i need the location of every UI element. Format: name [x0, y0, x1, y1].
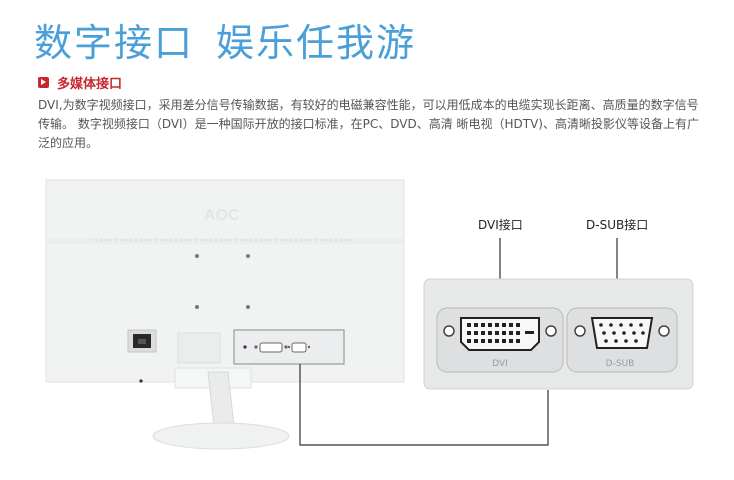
description-text: DVI,为数字视频接口，采用差分信号传输数据，有较好的电磁兼容性能，可以用低成本…	[38, 98, 699, 150]
arrow-bullet-icon	[38, 77, 49, 88]
rear-vga-port-icon	[291, 342, 307, 353]
hero-title-right: 娱乐任我游	[216, 21, 417, 65]
section-title: 多媒体接口	[57, 77, 123, 92]
screw-hole	[195, 305, 199, 309]
dsub-port-label: D-SUB接口	[586, 218, 649, 232]
connector-line	[299, 364, 549, 446]
dvi-port-label: DVI接口	[478, 218, 523, 232]
screw-hole	[246, 305, 250, 309]
hero-title-left: 数字接口	[34, 21, 195, 65]
dvi-engraving: DVI	[492, 359, 508, 369]
monitor-base	[152, 422, 290, 450]
dsub-engraving: D-SUB	[606, 359, 635, 369]
hero-title: 数字接口娱乐任我游	[34, 12, 416, 67]
section-header: 多媒体接口	[38, 73, 122, 92]
screw-hole	[246, 254, 250, 258]
brand-logo: AOC	[204, 207, 240, 224]
rear-dvi-port-icon	[259, 342, 283, 353]
screw-hole	[195, 254, 199, 258]
